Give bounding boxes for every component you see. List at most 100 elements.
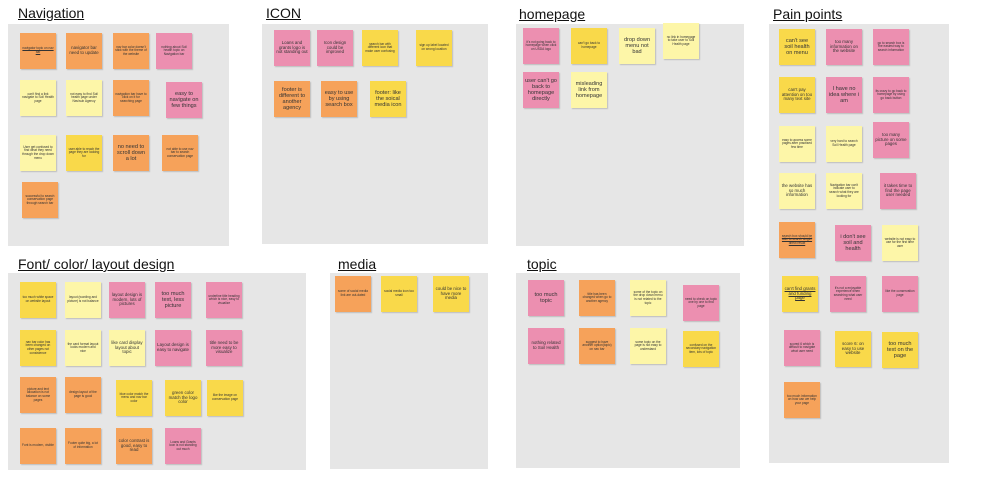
sticky-note-topic-5[interactable]: nothing related to Soil Health [528, 328, 564, 364]
sticky-note-text: Navigation bar can't indicate user to se… [829, 182, 859, 198]
sticky-note-navigation-2[interactable]: navigator bar need to update [66, 33, 102, 69]
sticky-note-icon-3[interactable]: search bar with different icon that make… [362, 30, 398, 66]
sticky-note-pain-points-14[interactable]: i don't see soil and health [835, 225, 871, 261]
sticky-note-font-color-layout-8[interactable]: like card display layout about topic [109, 330, 145, 366]
sticky-note-homepage-3[interactable]: drop down menu not bad [619, 28, 655, 64]
sticky-note-pain-points-16[interactable]: can't find grants and funding page [782, 276, 818, 312]
sticky-note-pain-points-18[interactable]: like the conservation page [882, 276, 918, 312]
sticky-note-font-color-layout-14[interactable]: green color match the logo color [165, 380, 201, 416]
sticky-note-icon-1[interactable]: Loans and grants logo is not standing ou… [274, 30, 310, 66]
sticky-note-text: nav bar color has been changed on other … [25, 339, 51, 355]
sticky-note-pain-points-4[interactable]: can't pay attention on too many text sit… [779, 77, 815, 113]
sticky-note-icon-2[interactable]: Icon design could be improved [317, 30, 353, 66]
sticky-note-font-color-layout-6[interactable]: nav bar color has been changed on other … [20, 330, 56, 366]
sticky-note-pain-points-7[interactable]: easy to access some pages after practise… [779, 126, 815, 162]
sticky-note-font-color-layout-5[interactable]: underline title heading which is nice, e… [206, 282, 242, 318]
sticky-note-media-2[interactable]: social media icon too small [381, 276, 417, 312]
sticky-note-homepage-4[interactable]: no link in homepage to take user to Soil… [663, 23, 699, 59]
sticky-note-pain-points-22[interactable]: too much information on how can we help … [784, 382, 820, 418]
sticky-note-pain-points-11[interactable]: Navigation bar can't indicate user to se… [826, 173, 862, 209]
sticky-note-font-color-layout-1[interactable]: too much white space on website layout [20, 282, 56, 318]
sticky-note-font-color-layout-4[interactable]: too much text, less picture [155, 282, 191, 318]
sticky-note-font-color-layout-3[interactable]: layout design is modern, lots of picture… [109, 282, 145, 318]
sticky-note-font-color-layout-13[interactable]: blue color match the menu and nav bar co… [116, 380, 152, 416]
sticky-note-text: user can't go back to homepage directly [525, 77, 557, 103]
sticky-note-pain-points-2[interactable]: too many information on the website [826, 29, 862, 65]
sticky-note-font-color-layout-18[interactable]: color contrast is good, easy to read [116, 428, 152, 464]
sticky-note-text: can't pay attention on too many text sit… [781, 86, 813, 102]
sticky-note-text: score 6: on easy to use website [841, 340, 865, 356]
sticky-note-navigation-13[interactable]: successful to search conservation page t… [22, 182, 58, 218]
sticky-note-pain-points-19[interactable]: scored 6 which is difficult to navigate … [784, 330, 820, 366]
sticky-note-topic-7[interactable]: some topic on the page is not easy to un… [630, 328, 666, 364]
sticky-note-pain-points-20[interactable]: score 6: on easy to use website [835, 331, 871, 367]
sticky-note-text: i don't see soil and health [840, 233, 866, 253]
sticky-note-font-color-layout-7[interactable]: the card format layout looks modern and … [65, 330, 101, 366]
sticky-note-font-color-layout-19[interactable]: Loans and Grants icon is not standing ou… [165, 428, 201, 464]
board-title-navigation: Navigation [18, 5, 85, 21]
sticky-note-text: website is not easy to use for the first… [884, 236, 916, 248]
sticky-note-text: search bar with different icon that make… [365, 41, 395, 53]
sticky-note-navigation-5[interactable]: can't find a link navigate to Soil Healt… [20, 80, 56, 116]
sticky-note-navigation-3[interactable]: nav bar color doesn't stick with the the… [113, 33, 149, 69]
sticky-note-text: its crazy to go back to homepage by usin… [875, 88, 907, 100]
sticky-note-text: title need to be more easy to visualize [209, 339, 239, 355]
sticky-note-pain-points-9[interactable]: too many picture on some pages [873, 122, 909, 158]
sticky-note-font-color-layout-2[interactable]: layout (wording and picture) is not bala… [65, 282, 101, 318]
sticky-note-icon-5[interactable]: footer is different to another agency [274, 81, 310, 117]
sticky-note-topic-8[interactable]: confused on the secondary navigation ite… [683, 331, 719, 367]
sticky-note-font-color-layout-12[interactable]: design layout of the page is good [65, 377, 101, 413]
sticky-note-pain-points-21[interactable]: too much text on the page [882, 332, 918, 368]
sticky-note-pain-points-3[interactable]: go to search box is the easiest way to s… [873, 29, 909, 65]
sticky-note-text: not easy to find Soil health page under … [70, 91, 98, 103]
sticky-note-pain-points-15[interactable]: website is not easy to use for the first… [882, 225, 918, 261]
sticky-note-text: Loans and Grants icon is not standing ou… [169, 439, 197, 451]
sticky-note-font-color-layout-9[interactable]: Layout design is easy to navigate [155, 330, 191, 366]
board-title-pain-points: Pain points [773, 6, 843, 22]
sticky-note-text: Icon design could be improved [323, 39, 347, 55]
sticky-note-navigation-10[interactable]: user able to reach the page they are loo… [66, 135, 102, 171]
sticky-note-font-color-layout-10[interactable]: title need to be more easy to visualize [206, 330, 242, 366]
sticky-note-navigation-4[interactable]: nothing about Soil health topic on Navig… [156, 33, 192, 69]
sticky-note-text: search box should be able to search sing… [781, 233, 813, 245]
sticky-note-pain-points-12[interactable]: it takes time to find the page user need… [880, 173, 916, 209]
sticky-note-font-color-layout-15[interactable]: like the image on conservation page [207, 380, 243, 416]
sticky-note-text: like card display layout about topic [111, 339, 143, 355]
sticky-note-text: like the conservation page [885, 289, 915, 297]
sticky-note-pain-points-10[interactable]: the website has so much information [779, 173, 815, 209]
sticky-note-pain-points-13[interactable]: search box should be able to search sing… [779, 222, 815, 258]
sticky-note-navigation-6[interactable]: not easy to find Soil health page under … [66, 80, 102, 116]
sticky-note-homepage-6[interactable]: misleading link from homepage [571, 72, 607, 108]
sticky-note-topic-2[interactable]: title has been changed when go to anothe… [579, 280, 615, 316]
sticky-note-navigation-9[interactable]: User get confused to find what they need… [20, 135, 56, 171]
sticky-note-pain-points-1[interactable]: can't see soil health on menu [779, 29, 815, 65]
sticky-note-navigation-7[interactable]: navigation bar have to click on it for s… [113, 80, 149, 116]
sticky-note-pain-points-8[interactable]: very hard to search Soil Health page [826, 126, 862, 162]
sticky-note-font-color-layout-11[interactable]: picture and text allocation is not balan… [20, 377, 56, 413]
sticky-note-text: nav bar color doesn't stick with the the… [115, 44, 147, 56]
sticky-note-text: Loans and grants logo is not standing ou… [276, 39, 308, 55]
sticky-note-pain-points-6[interactable]: its crazy to go back to homepage by usin… [873, 77, 909, 113]
sticky-note-media-3[interactable]: could be nice to have more media [433, 276, 469, 312]
sticky-note-font-color-layout-17[interactable]: Footer quite big, a lot of information [65, 428, 101, 464]
sticky-note-topic-3[interactable]: some of the topic on the drop down menu … [630, 280, 666, 316]
sticky-note-homepage-5[interactable]: user can't go back to homepage directly [523, 72, 559, 108]
sticky-note-font-color-layout-16[interactable]: Font is modern, visible [20, 428, 56, 464]
sticky-note-navigation-1[interactable]: navigator topic on nav bar [20, 33, 56, 69]
sticky-note-navigation-8[interactable]: easy to navigate on few things [166, 82, 202, 118]
sticky-note-pain-points-5[interactable]: I have no idea where i am [826, 77, 862, 113]
sticky-note-topic-6[interactable]: suggest to have another option(topic) on… [579, 328, 615, 364]
sticky-note-homepage-1[interactable]: it's not going back to homepage when cli… [523, 28, 559, 64]
sticky-note-topic-4[interactable]: need to check on topic one by one to fin… [683, 285, 719, 321]
sticky-note-text: it's not going back to homepage when cli… [525, 39, 557, 51]
board-title-media: media [338, 256, 377, 272]
sticky-note-navigation-11[interactable]: no need to scroll down a lot [113, 135, 149, 171]
sticky-note-icon-6[interactable]: easy to use by using search box [321, 81, 357, 117]
sticky-note-icon-7[interactable]: footer: like the soical media icon [370, 81, 406, 117]
sticky-note-pain-points-17[interactable]: it's not a enjoyable experience when sea… [830, 276, 866, 312]
sticky-note-navigation-12[interactable]: not able to use nav bar to search conser… [162, 135, 198, 171]
sticky-note-topic-1[interactable]: too much topic [528, 280, 564, 316]
sticky-note-homepage-2[interactable]: can't go back to homepage [571, 28, 607, 64]
sticky-note-media-1[interactable]: some of social media link are out-dated [335, 276, 371, 312]
sticky-note-icon-4[interactable]: sign up label located on wrong location [416, 30, 452, 66]
